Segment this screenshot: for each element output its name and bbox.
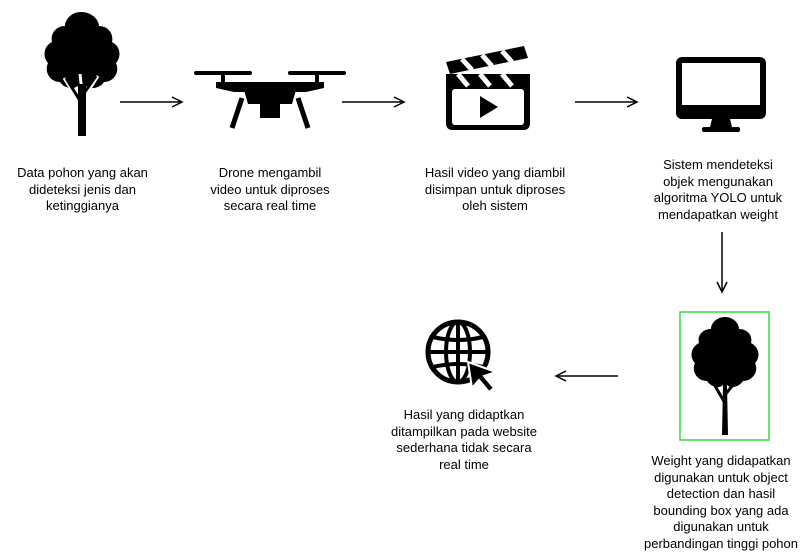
monitor-icon <box>676 57 766 132</box>
tree-icon <box>44 12 120 136</box>
arrow-detection-to-website <box>554 370 618 382</box>
tree-bounding-box-icon <box>679 311 770 441</box>
clapperboard-icon <box>446 46 530 130</box>
caption-tree: Data pohon yang akan dideteksi jenis dan… <box>17 165 148 213</box>
caption-video: Hasil video yang diambil disimpan untuk … <box>424 165 566 213</box>
arrow-drone-to-video <box>342 96 406 108</box>
arrow-tree-to-drone <box>120 96 184 108</box>
caption-website: Hasil yang didaptkan ditampilkan pada we… <box>391 407 537 472</box>
caption-detection: Weight yang didapatkan digunakan untuk o… <box>644 453 798 551</box>
drone-icon <box>194 71 346 129</box>
arrow-system-to-detection <box>716 232 728 294</box>
globe-cursor-icon <box>425 319 500 394</box>
caption-drone: Drone mengambil video untuk diproses sec… <box>210 165 330 213</box>
caption-system: Sistem mendeteksi objek mengunakan algor… <box>653 157 783 222</box>
arrow-video-to-system <box>575 96 639 108</box>
